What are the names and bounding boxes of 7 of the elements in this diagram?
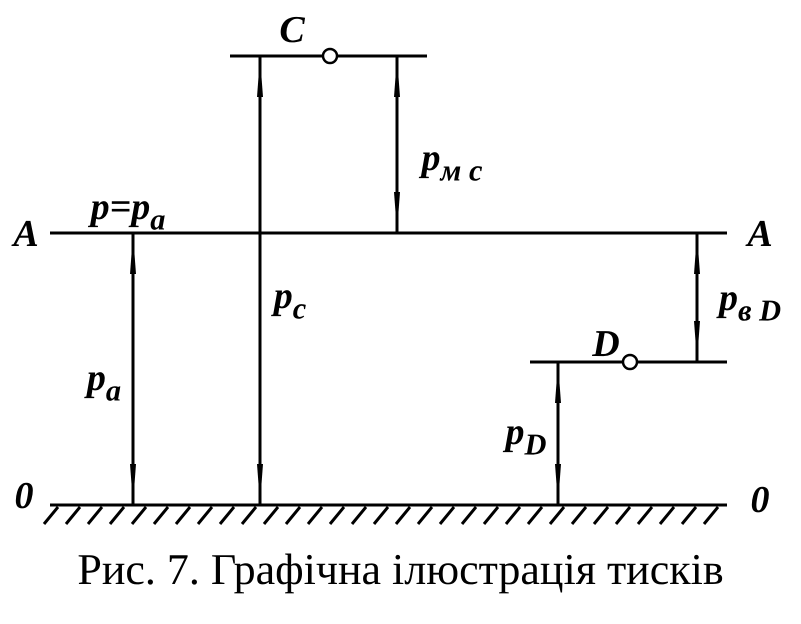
figure-caption: Рис. 7. Графічна ілюстрація тисків: [76, 546, 725, 594]
diagram-label: 0: [750, 481, 770, 519]
diagram-label: 0: [14, 477, 34, 515]
diagram-label: C: [279, 11, 305, 49]
diagram-label: A: [13, 215, 39, 253]
diagram-label: A: [747, 215, 773, 253]
diagram-label: D: [592, 325, 620, 363]
